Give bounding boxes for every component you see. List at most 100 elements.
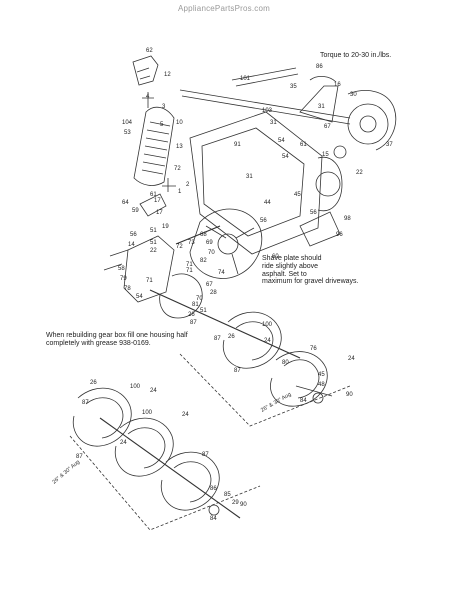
part-number-housing: 54 <box>282 154 289 160</box>
part-number-chute: 3 <box>162 104 166 110</box>
part-number-gear: 79 <box>120 276 127 282</box>
part-number-auger-low: 85 <box>224 492 231 498</box>
part-number-gear: 70 <box>196 296 203 302</box>
auger-set-mid <box>179 311 351 427</box>
part-number-handle-top: 103 <box>262 108 273 114</box>
torque-note: Torque to 20-30 in./lbs. <box>320 52 392 59</box>
part-number-gear: 64 <box>122 200 129 206</box>
part-number-gear: 71 <box>186 268 193 274</box>
part-number-housing: 91 <box>234 142 241 148</box>
part-number-handle-top: 35 <box>290 84 297 90</box>
part-number-gear: 70 <box>208 250 215 256</box>
auger-shaft <box>149 289 301 359</box>
part-number-chute: 72 <box>174 166 181 172</box>
part-number-housing: 96 <box>336 232 343 238</box>
variant-label-mid: 26" & 30" Aug <box>260 392 292 414</box>
part-number-auger-mid: 45 <box>318 372 325 378</box>
part-number-chute: 12 <box>164 72 171 78</box>
part-number-chute: 5 <box>160 122 164 128</box>
part-number-auger-mid: 90 <box>346 392 353 398</box>
part-number-gear: 28 <box>210 290 217 296</box>
part-number-gear: 54 <box>136 294 143 300</box>
part-number-chute: 10 <box>176 120 183 126</box>
part-number-auger-mid: 76 <box>310 346 317 352</box>
part-number-gear: 58 <box>118 266 125 272</box>
part-number-gear: 51 <box>150 228 157 234</box>
part-number-auger-mid: 87 <box>234 368 241 374</box>
part-number-gear: 82 <box>200 258 207 264</box>
part-number-auger-low: 24 <box>150 388 157 394</box>
part-number-gear: 73 <box>188 240 195 246</box>
part-number-auger-low: 29 <box>232 500 239 506</box>
part-number-handle-top: 86 <box>316 64 323 70</box>
impeller <box>189 208 341 279</box>
part-number-handle-top: 31 <box>270 120 277 126</box>
part-number-auger-mid: 24 <box>264 338 271 344</box>
part-number-gear: 71 <box>146 278 153 284</box>
part-number-auger-low: 24 <box>182 412 189 418</box>
variant-label-lower: 26" & 30" Aug <box>51 459 81 485</box>
part-number-housing: 31 <box>246 174 253 180</box>
pulley-assembly <box>333 90 397 159</box>
part-number-auger-low: 100 <box>130 384 141 390</box>
part-number-housing: 98 <box>344 216 351 222</box>
part-number-chute: 1 <box>178 189 182 195</box>
gear-box-note: When rebuilding gear box fill one housin… <box>46 332 188 347</box>
part-number-handle-top: 22 <box>356 170 363 176</box>
part-number-gear: 69 <box>206 240 213 246</box>
auger-housing <box>179 67 351 255</box>
part-number-housing: 56 <box>260 218 267 224</box>
part-number-gear: 56 <box>130 232 137 238</box>
part-number-housing: 44 <box>264 200 271 206</box>
part-number-auger-mid: 26 <box>228 334 235 340</box>
part-number-gear: 22 <box>150 248 157 254</box>
part-number-auger-mid: 84 <box>300 398 307 404</box>
part-number-auger-low: 87 <box>76 454 83 460</box>
part-number-gear: 71 <box>186 262 193 268</box>
part-number-chute: 13 <box>176 144 183 150</box>
part-number-handle-top: 54 <box>278 138 285 144</box>
shave-plate-note: Shave plate should ride slightly above a… <box>262 255 359 286</box>
part-number-chute: 53 <box>124 130 131 136</box>
part-number-handle-top: 15 <box>322 152 329 158</box>
part-number-chute: 4 <box>146 94 150 100</box>
part-number-gear: 51 <box>200 308 207 314</box>
part-number-auger-low: 84 <box>210 516 217 522</box>
part-number-auger-mid: 100 <box>262 322 273 328</box>
auger-set-lower <box>69 387 261 531</box>
part-number-gear: 74 <box>218 270 225 276</box>
part-number-handle-top: 67 <box>324 124 331 130</box>
part-number-housing: 45 <box>294 192 301 198</box>
part-number-gear: 59 <box>132 208 139 214</box>
part-number-gear: 81 <box>192 302 199 308</box>
part-number-auger-mid: 48 <box>318 382 325 388</box>
part-number-auger-low: 90 <box>240 502 247 508</box>
part-number-auger-mid: 24 <box>348 356 355 362</box>
part-number-housing: 60 <box>272 254 279 260</box>
part-number-auger-low: 26 <box>90 380 97 386</box>
part-number-gear: 68 <box>200 232 207 238</box>
part-number-chute: 62 <box>146 48 153 54</box>
watermark: AppliancePartsPros.com <box>178 4 270 13</box>
part-number-handle-top: 30 <box>350 92 357 98</box>
part-number-gear: 17 <box>156 210 163 216</box>
part-number-gear: 67 <box>206 282 213 288</box>
part-number-gear: 72 <box>176 244 183 250</box>
part-number-gear: 26 <box>188 312 195 318</box>
part-number-gear: 19 <box>162 224 169 230</box>
part-number-gear: 61 <box>150 192 157 198</box>
part-number-handle-top: 16 <box>334 82 341 88</box>
part-number-auger-low: 24 <box>120 440 127 446</box>
part-number-handle-top: 37 <box>386 142 393 148</box>
part-number-chute: 104 <box>122 120 133 126</box>
part-number-auger-mid: 87 <box>214 336 221 342</box>
part-number-auger-low: 87 <box>82 400 89 406</box>
discharge-chute <box>132 55 176 192</box>
part-number-handle-top: 31 <box>318 104 325 110</box>
part-number-auger-low: 87 <box>202 452 209 458</box>
part-number-auger-mid: 80 <box>282 360 289 366</box>
part-number-gear: 78 <box>124 286 131 292</box>
